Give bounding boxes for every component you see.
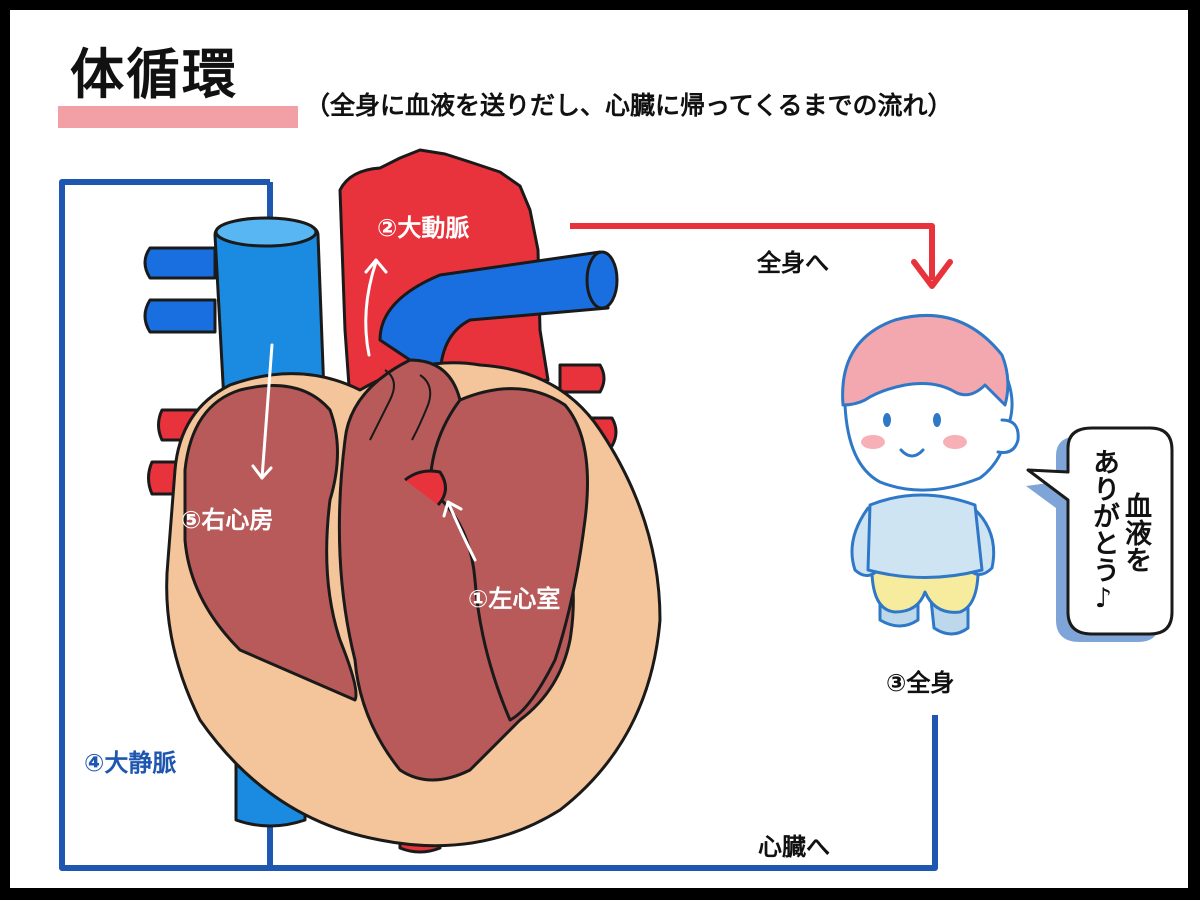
- page-title: 体循環: [70, 43, 238, 106]
- to-body-label: 全身へ: [757, 249, 829, 277]
- heart-flow-arrows: [251, 258, 477, 562]
- whole-body-label: ③全身: [886, 669, 955, 697]
- title-underline: [58, 106, 298, 128]
- page-subtitle: （全身に血液を送りだし、心臓に帰ってくるまでの流れ）: [305, 91, 953, 120]
- speech-text: 血液を ありがとう♪: [1060, 432, 1170, 632]
- vena-cava-label: ④大静脈: [84, 749, 177, 777]
- speech-bubble: [1026, 426, 1174, 642]
- arterial-path: [570, 223, 953, 289]
- child-illustration: [841, 313, 1020, 636]
- speech-line-2: ありがとう♪: [1088, 448, 1119, 614]
- heart-illustration: [143, 148, 662, 854]
- aorta-label: ②大動脈: [377, 214, 470, 242]
- left-ventricle-label: ①左心室: [468, 585, 561, 613]
- speech-line-1: 血液を: [1120, 492, 1151, 573]
- to-heart-label: 心臓へ: [758, 833, 830, 861]
- right-atrium-label: ⑤右心房: [181, 506, 274, 534]
